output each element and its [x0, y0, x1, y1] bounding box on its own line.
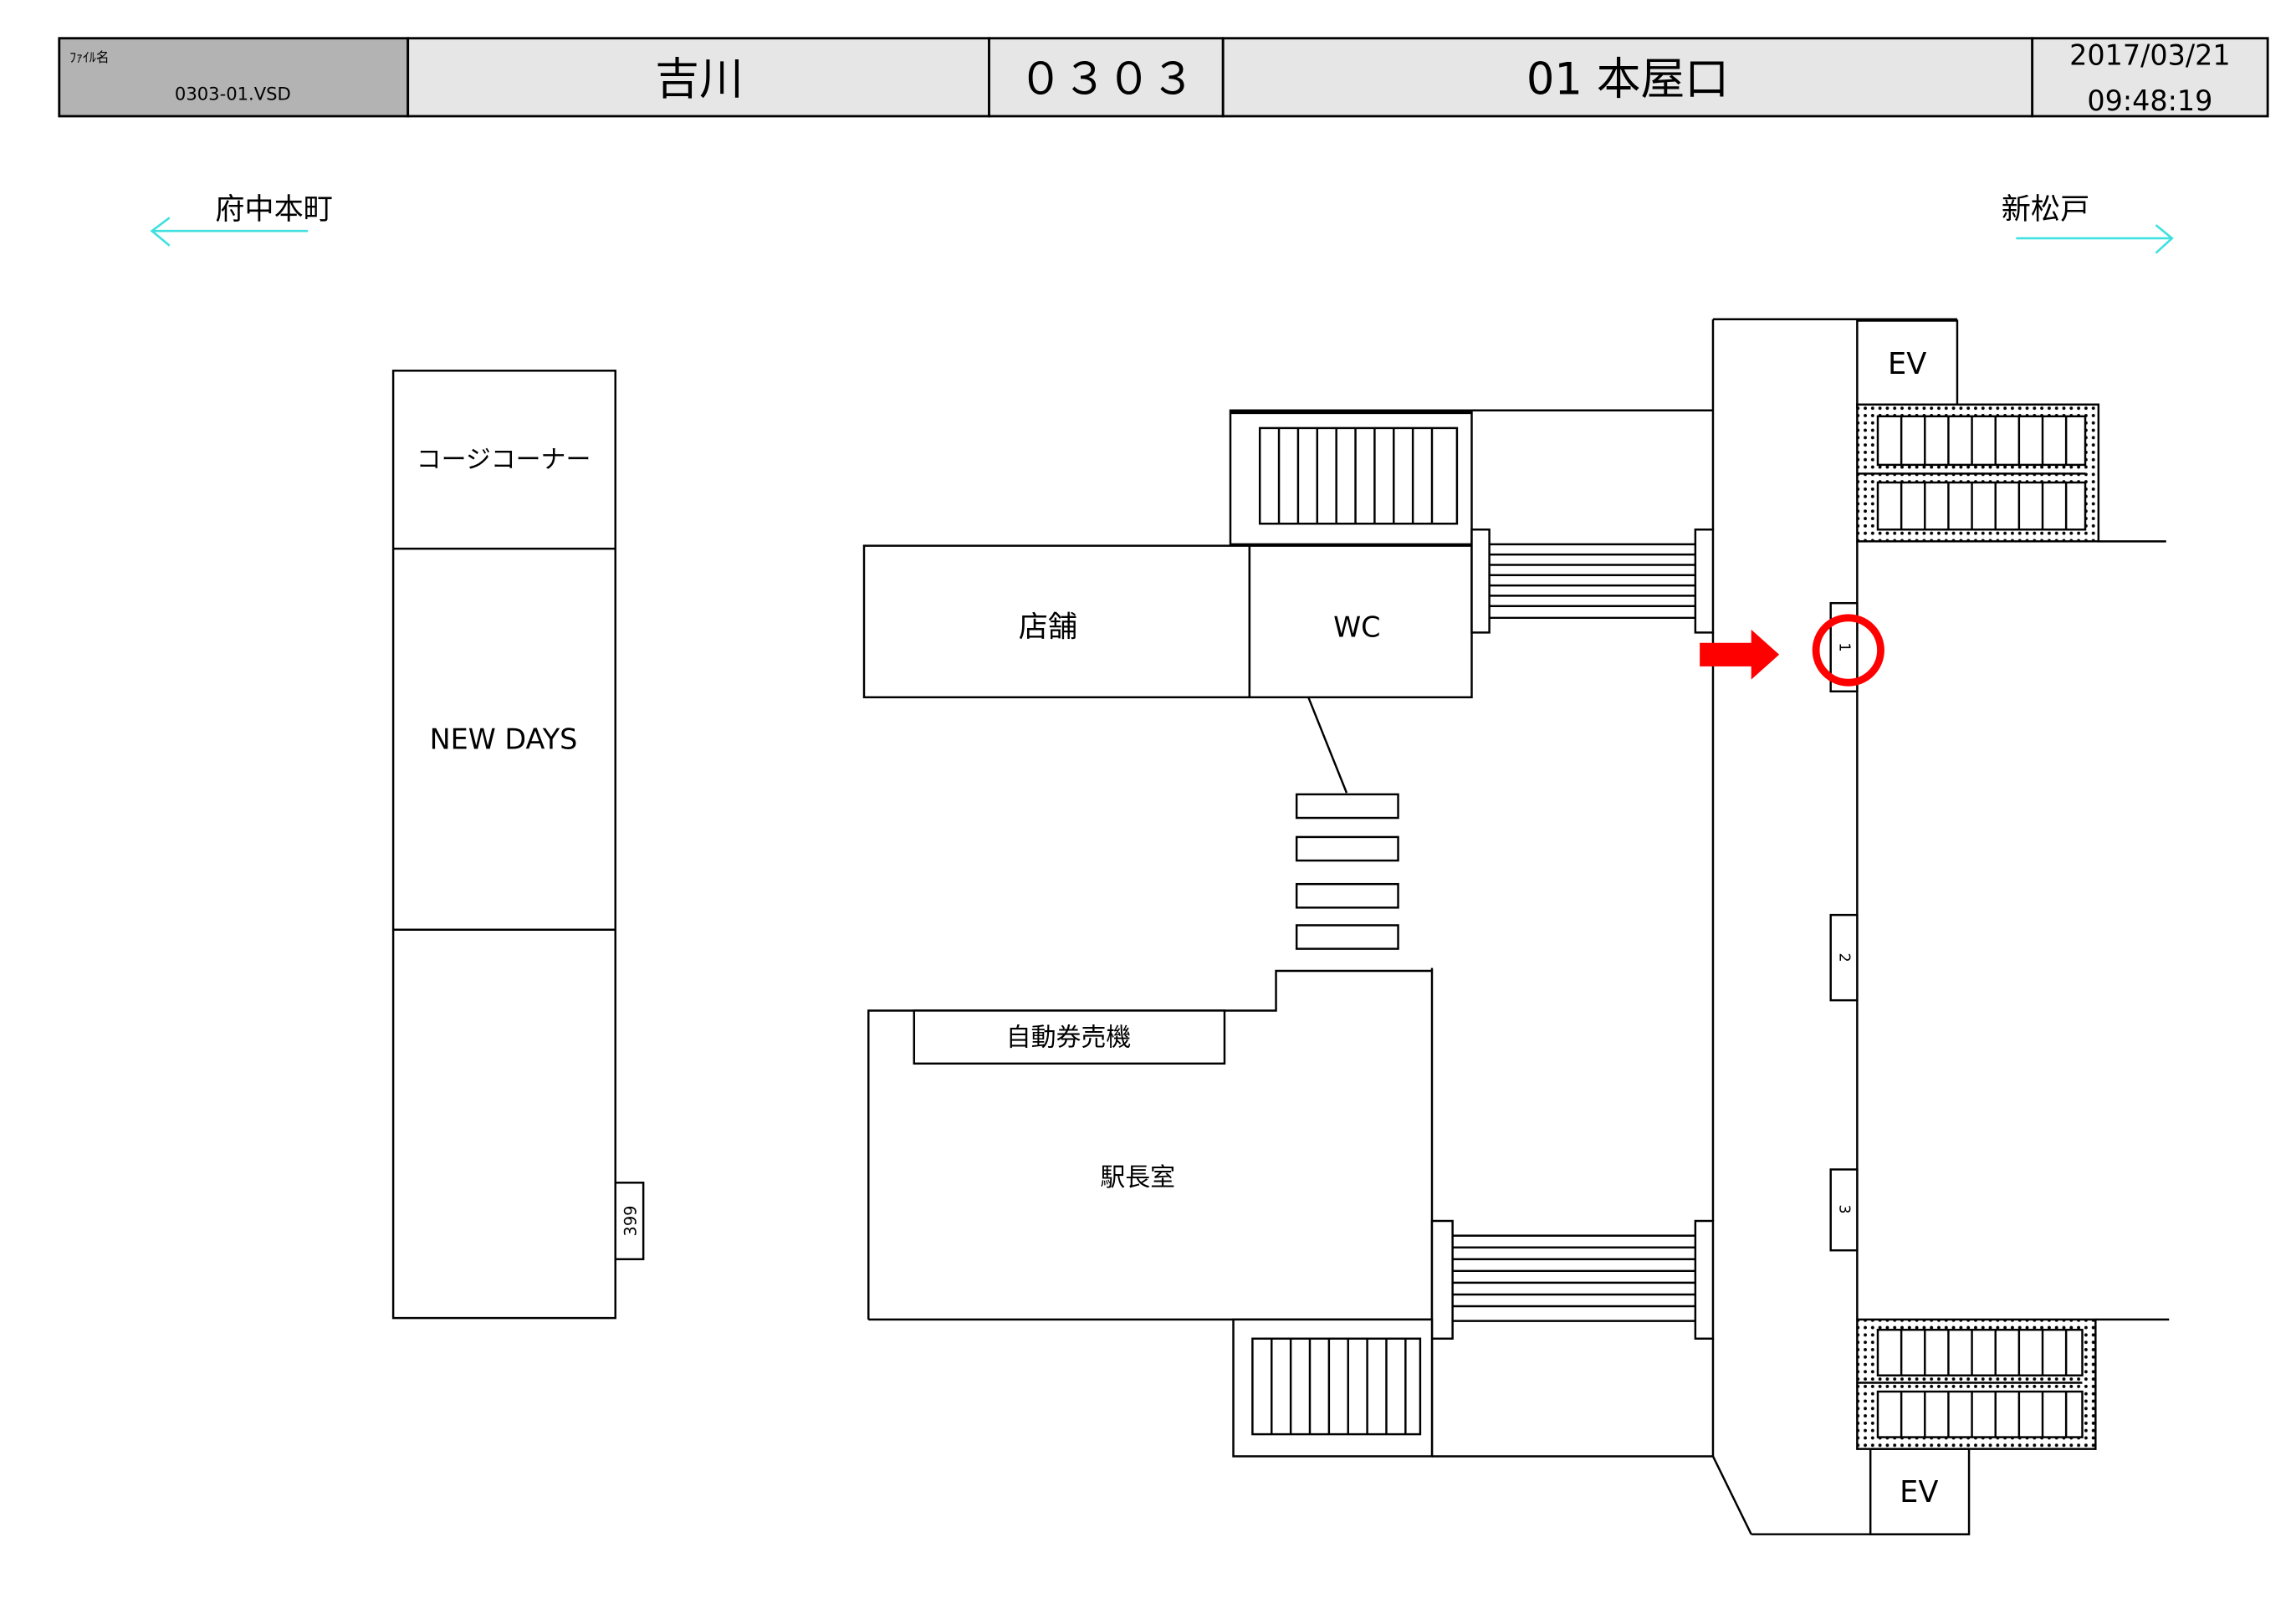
header-bar: ﾌｧｲﾙ名 0303-01.VSD 吉川 ０３０３ 01 本屋口 2017/03… [58, 37, 2269, 118]
direction-right-label: 新松戸 [2002, 192, 2090, 227]
elevator-bottom-label: EV [1900, 1475, 1938, 1509]
wc-label: WC [1333, 611, 1380, 644]
elevator-top [1856, 319, 1959, 409]
gate-2: 2 [1829, 913, 1859, 1002]
escalator-lower [1856, 1318, 2097, 1450]
crosswalk [1295, 793, 1399, 950]
coin-corner-label: コージコーナー [417, 445, 591, 474]
highlight-circle [1812, 614, 1884, 687]
elevator-top-label: EV [1888, 347, 1926, 381]
gate-3-label: 3 [1835, 1204, 1852, 1213]
locker-box [614, 1182, 645, 1260]
arrow-right-icon [2016, 224, 2174, 254]
left-building: コージコーナー NEW DAYS 399 [391, 370, 645, 1320]
datetime-cell [2031, 37, 2269, 118]
station-master-label: 駅長室 [1100, 1163, 1175, 1192]
upper-passage-stairs [1470, 529, 1715, 634]
lower-stairs [1232, 1318, 1434, 1458]
file-name: 0303-01.VSD [175, 84, 291, 105]
new-days-label: NEW DAYS [430, 723, 578, 755]
shop-room [862, 544, 1251, 699]
ticket-machine [913, 1009, 1226, 1065]
concourse-walls [867, 318, 2170, 1535]
direction-left-label: 府中本町 [215, 192, 333, 227]
direction-right: 新松戸 [2002, 192, 2174, 254]
pointer-arrow-icon [1700, 629, 1780, 680]
elevator-bottom [1869, 1448, 1971, 1535]
arrow-left-icon [150, 217, 309, 247]
gate-1-label: 1 [1835, 642, 1852, 651]
station-name-cell [407, 37, 990, 118]
station-code: ０３０３ [1019, 54, 1195, 105]
upper-stairs [1229, 409, 1473, 546]
station-name: 吉川 [655, 54, 744, 105]
file-cell [58, 37, 410, 118]
wc-room [1248, 544, 1473, 699]
gate-2-label: 2 [1835, 953, 1852, 963]
shop-label: 店舗 [1019, 610, 1077, 645]
print-time: 09:48:19 [2087, 84, 2212, 117]
file-label: ﾌｧｲﾙ名 [69, 49, 109, 65]
locker-label: 399 [621, 1206, 640, 1237]
print-date: 2017/03/21 [2069, 38, 2231, 71]
direction-left: 府中本町 [150, 192, 333, 247]
station-code-cell [988, 37, 1225, 118]
gate-3: 3 [1829, 1168, 1859, 1252]
ticket-machine-label: 自動券売機 [1006, 1024, 1131, 1053]
escalator-upper [1856, 403, 2100, 543]
exit-name: 01 本屋口 [1526, 54, 1729, 105]
lower-passage-stairs [1430, 1219, 1715, 1340]
exit-name-cell [1221, 37, 2034, 118]
